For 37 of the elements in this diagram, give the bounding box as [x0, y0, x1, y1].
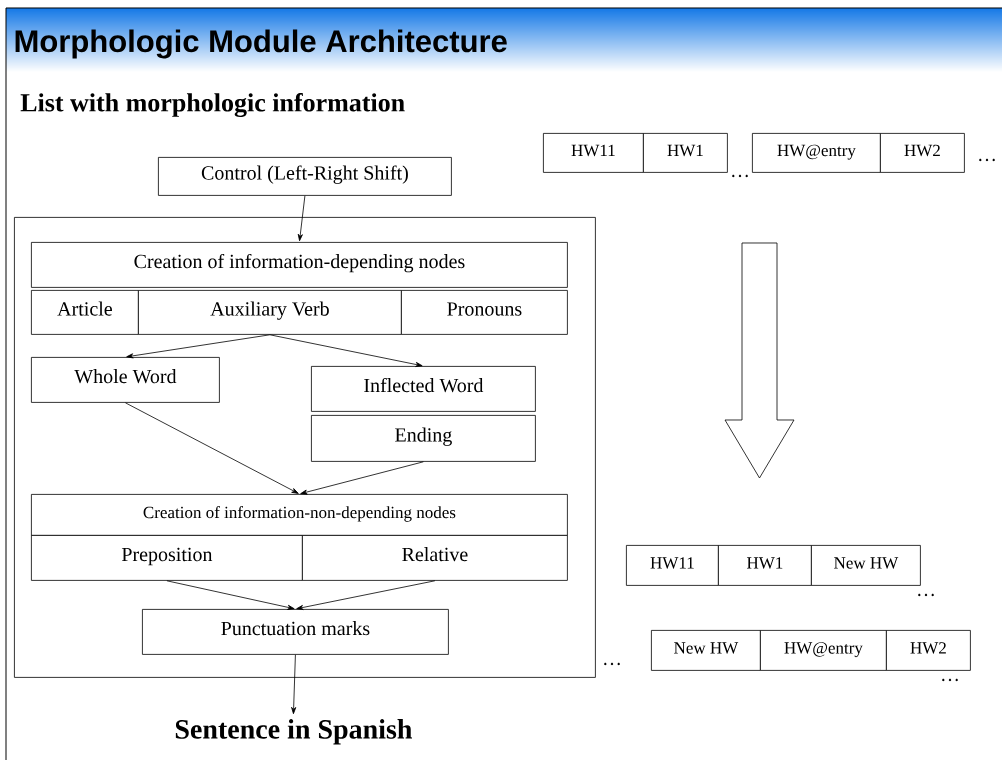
- process-box: Article: [31, 290, 139, 335]
- heading: List with morphologic information: [20, 93, 405, 117]
- list-cell: HW11: [626, 545, 719, 586]
- list-cell: HW1: [643, 133, 728, 173]
- process-box: Control (Left-Right Shift): [158, 157, 452, 196]
- arrow: [125, 402, 299, 494]
- arrow: [300, 461, 424, 495]
- arrow: [269, 334, 423, 367]
- arrow: [166, 580, 295, 610]
- process-box: Relative: [302, 535, 568, 581]
- ellipsis: …: [604, 662, 620, 666]
- process-box: Creation of information-non-depending nodes: [31, 494, 568, 536]
- title: Morphologic Module Architecture: [15, 29, 507, 59]
- process-box: Preposition: [31, 535, 303, 581]
- arrow: [291, 654, 297, 715]
- process-box: Ending: [311, 415, 536, 462]
- output-text: Sentence in Spanish: [175, 719, 412, 745]
- ellipsis: …: [918, 593, 934, 597]
- list-cell: HW2: [886, 630, 971, 671]
- process-box: Creation of information-depending nodes: [31, 242, 568, 288]
- ellipsis: …: [942, 678, 958, 682]
- list-cell: HW2: [880, 133, 965, 173]
- ellipsis: …: [732, 174, 748, 178]
- process-box: Inflected Word: [311, 366, 536, 412]
- list-cell: HW1: [718, 545, 812, 586]
- process-box: Whole Word: [31, 357, 220, 403]
- process-box: Punctuation marks: [142, 609, 449, 655]
- list-cell: HW@entry: [760, 630, 887, 671]
- arrow: [297, 195, 306, 242]
- list-cell: HW11: [543, 133, 644, 173]
- list-cell: HW@entry: [752, 133, 881, 173]
- arrow: [126, 334, 271, 359]
- process-box: Pronouns: [401, 290, 568, 335]
- arrow: [296, 580, 436, 610]
- module-frame: [14, 217, 596, 678]
- list-cell: New HW: [651, 630, 761, 671]
- list-cell: New HW: [811, 545, 921, 586]
